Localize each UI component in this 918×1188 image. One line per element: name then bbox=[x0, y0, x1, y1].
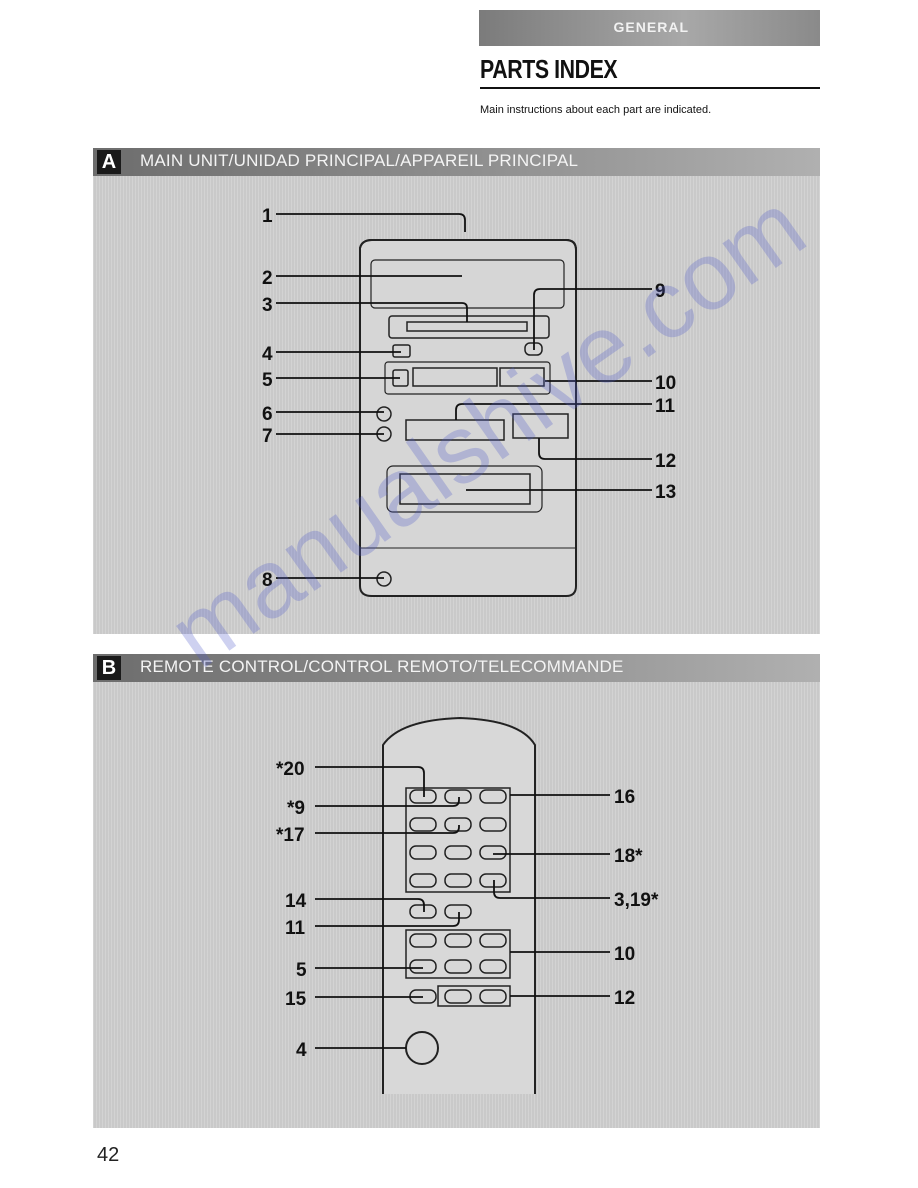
callout-a-11: 11 bbox=[655, 396, 676, 417]
callout-b-11: 11 bbox=[285, 918, 306, 939]
section-tab: GENERAL bbox=[479, 10, 820, 46]
callout-b-14: 14 bbox=[285, 891, 307, 912]
callout-b-3-19: 3,19* bbox=[614, 890, 659, 911]
section-a-letter: A bbox=[97, 150, 121, 174]
callout-a-8: 8 bbox=[262, 570, 273, 591]
callout-b-15: 15 bbox=[285, 989, 307, 1010]
page-subtitle: Main instructions about each part are in… bbox=[480, 104, 712, 116]
section-a-header bbox=[93, 148, 820, 176]
callout-a-13: 13 bbox=[655, 482, 676, 503]
callout-a-2: 2 bbox=[262, 268, 273, 289]
callout-b-18: 18* bbox=[614, 846, 643, 867]
section-tab-label: GENERAL bbox=[613, 19, 689, 35]
callout-a-3: 3 bbox=[262, 295, 273, 316]
callout-b-12: 12 bbox=[614, 988, 635, 1009]
remote-diagram bbox=[382, 716, 536, 1094]
callout-a-5: 5 bbox=[262, 370, 273, 391]
title-rule bbox=[480, 87, 820, 89]
section-a-title: MAIN UNIT/UNIDAD PRINCIPAL/APPAREIL PRIN… bbox=[140, 151, 579, 170]
callout-b-10: 10 bbox=[614, 944, 635, 965]
callout-b-5: 5 bbox=[296, 960, 307, 981]
callout-a-4: 4 bbox=[262, 344, 273, 365]
remote-leaders bbox=[315, 766, 610, 1049]
callout-b-4: 4 bbox=[296, 1040, 307, 1061]
page-title: PARTS INDEX bbox=[480, 54, 618, 84]
main-unit-labels: 1 2 3 4 5 6 7 8 9 10 11 12 13 bbox=[262, 206, 676, 591]
callout-b-17: *17 bbox=[276, 825, 305, 846]
callout-a-12: 12 bbox=[655, 451, 676, 472]
callout-b-9: *9 bbox=[287, 798, 305, 819]
main-unit-leaders bbox=[276, 213, 652, 579]
main-unit-diagram bbox=[359, 239, 577, 597]
section-b-title: REMOTE CONTROL/CONTROL REMOTO/TELECOMMAN… bbox=[140, 657, 624, 676]
callout-b-16: 16 bbox=[614, 787, 635, 808]
section-b-letter: B bbox=[97, 656, 121, 680]
callout-a-7: 7 bbox=[262, 426, 273, 447]
remote-labels: *20 *9 *17 14 11 5 15 4 16 18* 3,19* 10 … bbox=[276, 759, 659, 1061]
callout-a-1: 1 bbox=[262, 206, 273, 227]
callout-a-6: 6 bbox=[262, 404, 273, 425]
callout-b-20: *20 bbox=[276, 759, 305, 780]
callout-a-9: 9 bbox=[655, 281, 666, 302]
page-number: 42 bbox=[97, 1144, 120, 1166]
section-b-header bbox=[93, 654, 820, 682]
callout-a-10: 10 bbox=[655, 373, 676, 394]
